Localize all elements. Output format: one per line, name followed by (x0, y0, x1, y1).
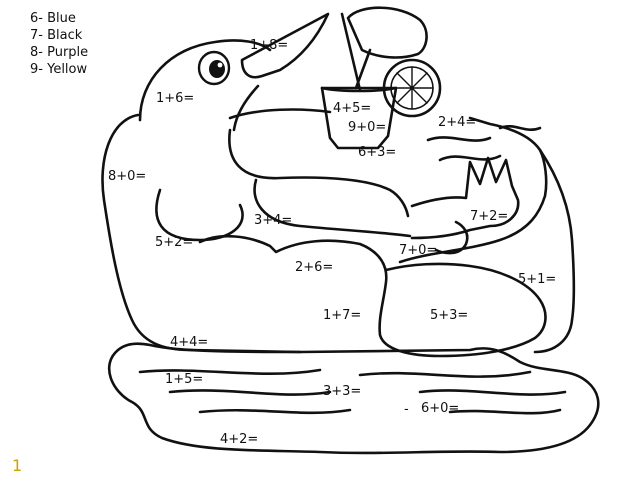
orange-segments (390, 66, 434, 110)
drink-umbrella (346, 6, 428, 59)
water-ripple (168, 389, 332, 396)
orange-slice (382, 58, 442, 118)
penguin-flipper (232, 84, 260, 132)
equation-label: 4+5= (333, 101, 372, 116)
water-ripple (418, 389, 567, 396)
legend-row-9: 9- Yellow (30, 62, 88, 77)
legend-number: 7 (30, 28, 39, 43)
float-tube-front (198, 234, 547, 358)
equation-label: 2+6= (295, 260, 334, 275)
equation-label: 3+3= (323, 384, 362, 399)
color-key-legend: 6- Blue 7- Black 8- Purple 9- Yellow (30, 10, 88, 78)
wave-line (426, 136, 492, 142)
water-ripple (138, 368, 322, 376)
equation-label: 6+0= (421, 401, 460, 416)
equation-label: 4+4= (170, 335, 209, 350)
float-tube-right-outer (533, 148, 576, 354)
equation-label: 2+4= (438, 115, 477, 130)
equation-label: 5+3= (430, 308, 469, 323)
penguin-eye (197, 50, 231, 86)
equation-label: 5+1= (518, 272, 557, 287)
legend-color-name: Purple (47, 45, 89, 60)
penguin-head (138, 39, 272, 122)
legend-row-7: 7- Black (30, 28, 83, 43)
float-tube-back (228, 108, 332, 120)
equation-label: 7+2= (470, 209, 509, 224)
drink-umbrella-stick (354, 48, 372, 90)
legend-number: 9 (30, 62, 39, 77)
wave-line (438, 154, 502, 162)
legend-color-name: Blue (47, 11, 76, 26)
legend-row-8: 8- Purple (30, 45, 89, 60)
equation-label: 1+7= (323, 308, 362, 323)
equation-label: 1+8= (250, 38, 289, 53)
equation-label: 4+2= (220, 432, 259, 447)
equation-label: 1+5= (165, 372, 204, 387)
equation-label: 6+3= (358, 145, 397, 160)
drink-straw (340, 12, 362, 92)
penguin-body-lower (253, 178, 412, 238)
float-tube-left-inner (155, 188, 244, 242)
stray-dash-mark: - (404, 402, 409, 417)
equation-label: 1+6= (156, 91, 195, 106)
legend-row-6: 6- Blue (30, 11, 76, 26)
equation-label: 5+2= (155, 235, 194, 250)
water-ripple (358, 370, 532, 378)
equation-label: 8+0= (108, 169, 147, 184)
penguin-beak (240, 12, 330, 79)
float-tube-left (101, 113, 302, 354)
penguin-body (228, 128, 410, 218)
legend-color-name: Yellow (47, 62, 88, 77)
water-ripple (198, 408, 352, 415)
equation-label: 9+0= (348, 120, 387, 135)
corner-mark: 1 (12, 456, 23, 475)
water-ripple (448, 408, 562, 415)
legend-number: 6 (30, 11, 39, 26)
penguin-foot (410, 156, 520, 240)
penguin-foot-toe (434, 220, 469, 255)
equation-label: 3+4= (254, 213, 293, 228)
equation-label: 7+0= (399, 243, 438, 258)
wave-line (498, 125, 542, 131)
legend-color-name: Black (47, 28, 83, 43)
legend-number: 8 (30, 45, 39, 60)
